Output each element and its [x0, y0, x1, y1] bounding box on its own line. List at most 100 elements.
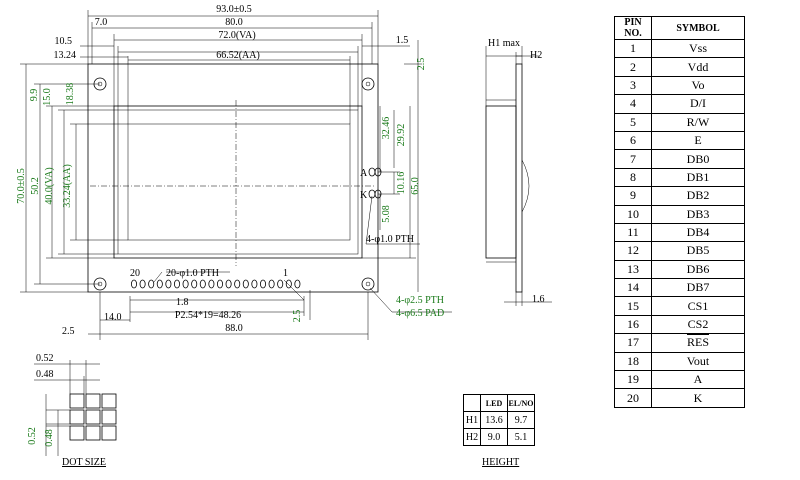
pin-symbol: Vdd — [651, 57, 745, 77]
pin-symbol: RES — [651, 333, 745, 353]
dot-cell — [85, 409, 101, 425]
header-pin-pad — [139, 279, 146, 289]
bezel-frame — [113, 105, 363, 259]
side-h2-label: H2 — [530, 50, 542, 61]
pin-symbol: CS1 — [651, 296, 745, 316]
header-pin-pad — [182, 279, 189, 289]
dot-height-2: 0.48 — [44, 429, 55, 447]
dim-32-46: 32.46 — [381, 117, 392, 140]
dim-aa-height: 33.24(AA) — [62, 164, 73, 208]
pin-number: 7 — [614, 149, 652, 169]
dim-overall-width: 93.0±0.5 — [216, 4, 252, 15]
pin-number: 5 — [614, 112, 652, 132]
pin-symbol: DB0 — [651, 149, 745, 169]
pin-header-no: PIN NO. — [614, 16, 652, 40]
pin-symbol: Vout — [651, 351, 745, 372]
header-pin-pad — [148, 279, 155, 289]
dot-size-caption: DOT SIZE — [62, 457, 106, 468]
front-view — [87, 63, 382, 293]
mount-hole-tr — [361, 77, 375, 91]
pin-symbol: DB6 — [651, 259, 745, 280]
pin-number: 15 — [614, 296, 652, 316]
dot-size-detail: 0.52 0.48 0.52 0.48 — [27, 353, 117, 456]
height-table: LED EL/NO H1 13.6 9.7 H2 9.0 5.1 — [463, 394, 535, 446]
dot-cell — [101, 425, 117, 441]
dim-left-9-9: 9.9 — [29, 89, 40, 102]
height-row-led: 9.0 — [480, 428, 508, 446]
dot-width-1: 0.52 — [36, 353, 54, 364]
pin-symbol: DB7 — [651, 278, 745, 298]
header-pin-pad — [191, 279, 198, 289]
header-pin-pad — [277, 279, 284, 289]
pin-symbol: Vo — [651, 75, 745, 96]
pin-header-symbol: SYMBOL — [651, 16, 745, 40]
height-row-el: 5.1 — [507, 428, 535, 446]
pin-symbol: K — [651, 388, 745, 408]
pin-symbol: DB5 — [651, 241, 745, 261]
pin-number: 8 — [614, 167, 652, 188]
pin-symbol: E — [651, 130, 745, 151]
pin-number: 12 — [614, 241, 652, 261]
header-pin-pad — [234, 279, 241, 289]
height-row: H1 13.6 9.7 — [463, 411, 535, 429]
height-col-el: EL/NO — [507, 394, 535, 412]
header-pin-pad — [199, 279, 206, 289]
dot-cell — [101, 409, 117, 425]
pin-number: 17 — [614, 333, 652, 353]
dim-10-16: 10.16 — [396, 172, 407, 195]
dim-va-height: 40.0(VA) — [44, 167, 55, 204]
dim-bottom-2-5-left: 2.5 — [62, 326, 75, 337]
pin-number: 14 — [614, 278, 652, 298]
dim-left-15: 15.0 — [42, 88, 53, 106]
pin-number: 6 — [614, 130, 652, 151]
pin-number: 2 — [614, 57, 652, 77]
header-pin-pad — [130, 279, 137, 289]
dim-5-08: 5.08 — [381, 205, 392, 223]
header-pin-pad — [156, 279, 163, 289]
dim-aa-width: 66.52(AA) — [216, 50, 260, 61]
header-pin-pad — [251, 279, 258, 289]
label-k: K — [360, 190, 368, 201]
side-pcb — [515, 63, 523, 293]
header-pin-pad — [294, 279, 301, 289]
height-table-corner — [463, 394, 481, 412]
dim-65: 65.0 — [410, 177, 421, 195]
dim-height-50-2: 50.2 — [30, 177, 41, 195]
mount-hole-inner — [365, 281, 371, 287]
header-pin-pad — [208, 279, 215, 289]
height-col-led: LED — [480, 394, 508, 412]
side-backlight-curve — [521, 159, 530, 213]
header-pin-pad — [268, 279, 275, 289]
dim-right-2-5: 2.5 — [416, 58, 427, 71]
pin-symbol: R/W — [651, 112, 745, 132]
header-pin-pad — [165, 279, 172, 289]
dim-overall-height: 70.0±0.5 — [16, 168, 27, 204]
pin-symbol: DB3 — [651, 204, 745, 224]
pin-number: 3 — [614, 75, 652, 96]
dot-cell — [69, 409, 85, 425]
led-pad-a1 — [368, 167, 376, 177]
pin-number: 18 — [614, 351, 652, 372]
mount-pth-note: 4-φ2.5 PTH — [396, 295, 444, 306]
dim-bottom-88: 88.0 — [225, 323, 243, 334]
pin-pth-note: 20-φ1.0 PTH — [166, 268, 219, 279]
mount-pad-note: 4-φ6.5 PAD — [396, 308, 444, 319]
dim-offset-1-5: 1.5 — [396, 35, 409, 46]
dim-va-width: 72.0(VA) — [218, 30, 255, 41]
